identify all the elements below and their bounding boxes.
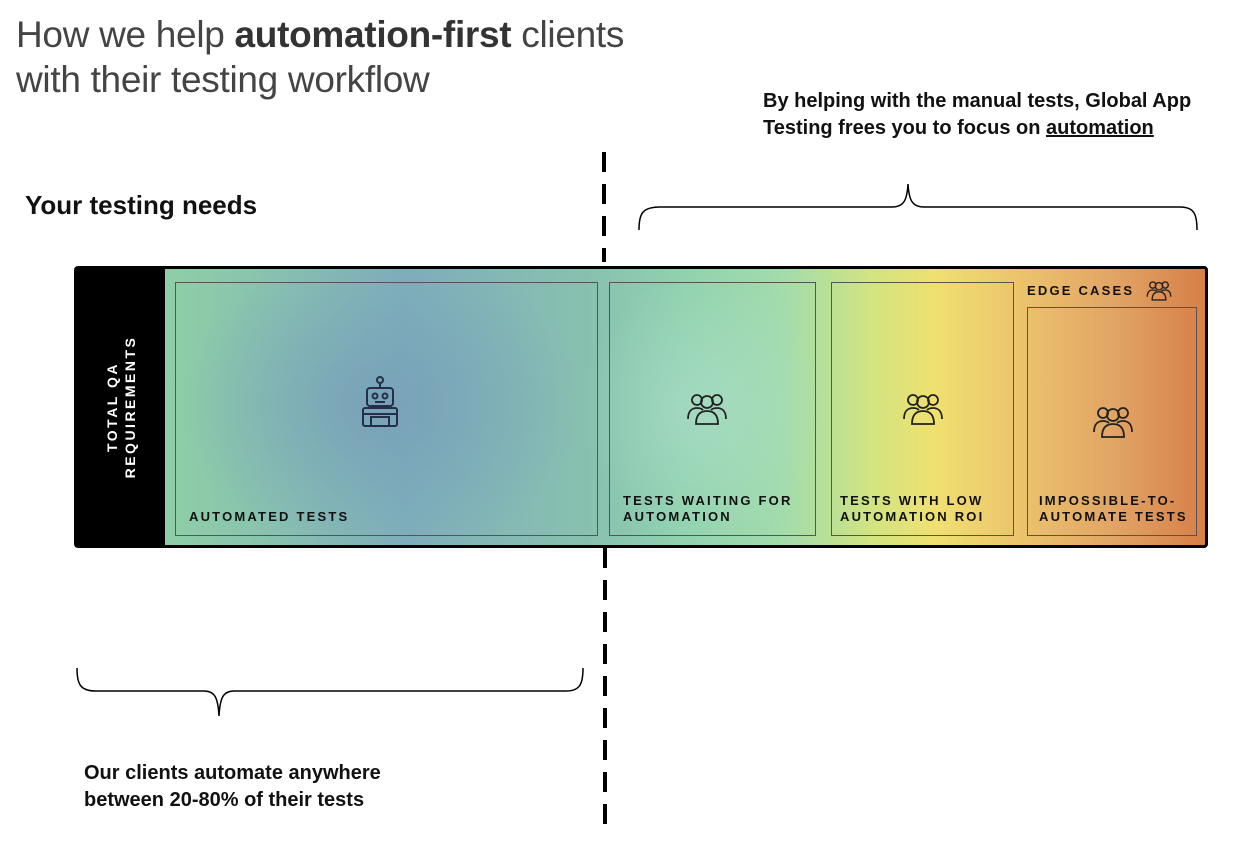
waiting-for-automation-label: TESTS WAITING FOR AUTOMATION bbox=[623, 493, 793, 525]
requirements-gradient: AUTOMATED TESTS TESTS WAITING bbox=[165, 269, 1205, 545]
low-roi-label: TESTS WITH LOW AUTOMATION ROI bbox=[840, 493, 984, 525]
low-automation-roi-box: TESTS WITH LOW AUTOMATION ROI bbox=[831, 282, 1014, 536]
impossible-label-line2: AUTOMATE TESTS bbox=[1039, 509, 1188, 524]
people-icon bbox=[902, 391, 944, 430]
impossible-label: IMPOSSIBLE-TO- AUTOMATE TESTS bbox=[1039, 493, 1188, 525]
low-roi-label-line1: TESTS WITH LOW bbox=[840, 493, 984, 508]
bar-side-column: TOTAL QA REQUIREMENTS bbox=[77, 269, 165, 545]
people-icon bbox=[1092, 404, 1134, 443]
bar-side-label-line1: TOTAL QA bbox=[104, 362, 120, 453]
edge-cases-title: EDGE CASES bbox=[1027, 283, 1134, 298]
title-bold: automation-first bbox=[234, 14, 512, 55]
waiting-label-line1: TESTS WAITING FOR bbox=[623, 493, 793, 508]
people-icon bbox=[686, 391, 728, 430]
waiting-for-automation-box: TESTS WAITING FOR AUTOMATION bbox=[609, 282, 816, 536]
edge-cases-people-icon bbox=[1146, 279, 1172, 306]
automated-tests-label: AUTOMATED TESTS bbox=[189, 509, 349, 525]
top-note-text: By helping with the manual tests, Global… bbox=[763, 90, 1192, 139]
qa-requirements-bar: TOTAL QA REQUIREMENTS bbox=[74, 266, 1208, 548]
title-line2: with their testing workflow bbox=[16, 59, 430, 100]
automated-tests-label-line1: AUTOMATED TESTS bbox=[189, 509, 350, 524]
bottom-brace bbox=[76, 667, 584, 717]
top-note-underlined: automation bbox=[1046, 117, 1154, 139]
edge-cases-label: EDGE CASES bbox=[1027, 283, 1135, 298]
bar-side-label-line2: REQUIREMENTS bbox=[122, 335, 138, 479]
low-roi-label-line2: AUTOMATION ROI bbox=[840, 509, 985, 524]
bar-side-label: TOTAL QA REQUIREMENTS bbox=[103, 336, 139, 479]
top-brace bbox=[638, 183, 1198, 231]
waiting-label-line2: AUTOMATION bbox=[623, 509, 732, 524]
impossible-to-automate-box: IMPOSSIBLE-TO- AUTOMATE TESTS bbox=[1027, 307, 1197, 536]
top-note: By helping with the manual tests, Global… bbox=[763, 88, 1243, 142]
impossible-label-line1: IMPOSSIBLE-TO- bbox=[1039, 493, 1177, 508]
bottom-note: Our clients automate anywhere between 20… bbox=[84, 760, 444, 814]
bottom-note-line1: Our clients automate anywhere bbox=[84, 762, 381, 784]
automated-tests-box: AUTOMATED TESTS bbox=[175, 282, 598, 536]
title-prefix: How we help bbox=[16, 14, 235, 55]
page-title: How we help automation-first clients wit… bbox=[16, 12, 716, 102]
needs-heading: Your testing needs bbox=[25, 190, 258, 220]
bottom-note-line2: between 20-80% of their tests bbox=[84, 789, 365, 811]
robot-icon bbox=[361, 376, 399, 433]
title-suffix: clients bbox=[511, 14, 625, 55]
